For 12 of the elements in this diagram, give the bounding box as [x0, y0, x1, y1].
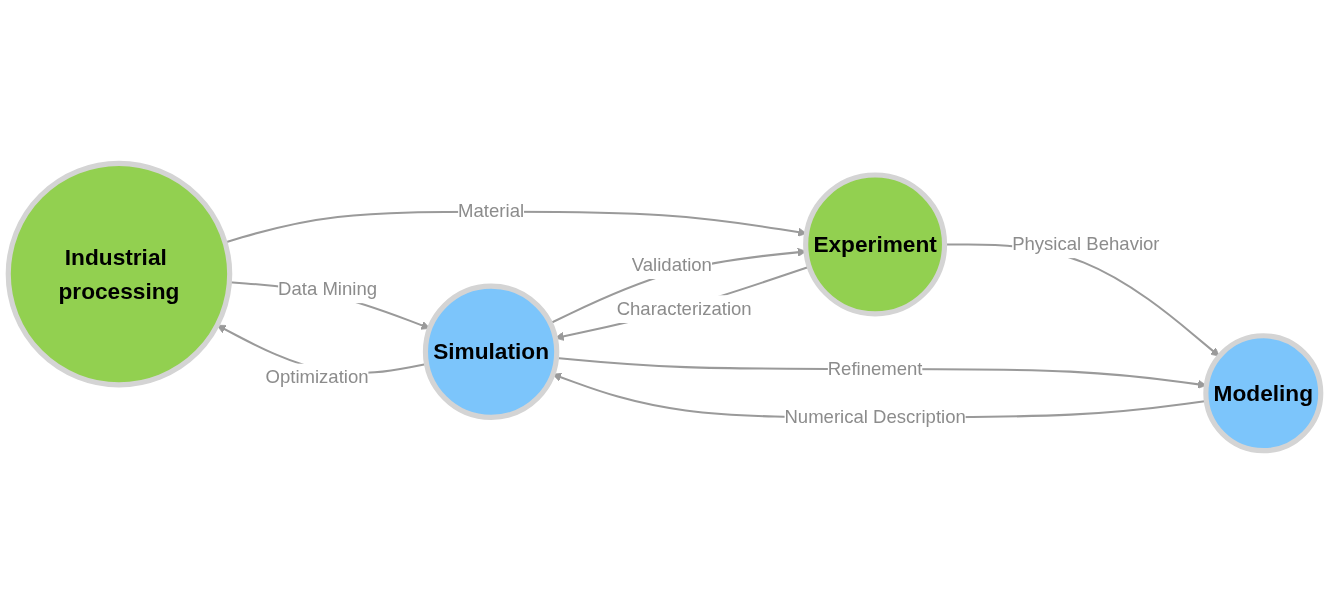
edge-label: Data Mining [278, 278, 378, 300]
node-circle: Simulation [422, 283, 560, 420]
node-circle: Industrial processing [5, 160, 233, 388]
edge-label: Characterization [616, 298, 752, 319]
node-circle: Experiment [803, 172, 948, 317]
edge-label: Refinement [827, 358, 923, 379]
node-circle: Modeling [1203, 333, 1324, 454]
edge-label: Physical Behavior [1012, 233, 1160, 255]
edge-label: Numerical Description [784, 406, 966, 428]
edge-label: Material [458, 201, 525, 222]
edge-label: Validation [631, 254, 712, 275]
edge-label: Optimization [265, 366, 369, 388]
